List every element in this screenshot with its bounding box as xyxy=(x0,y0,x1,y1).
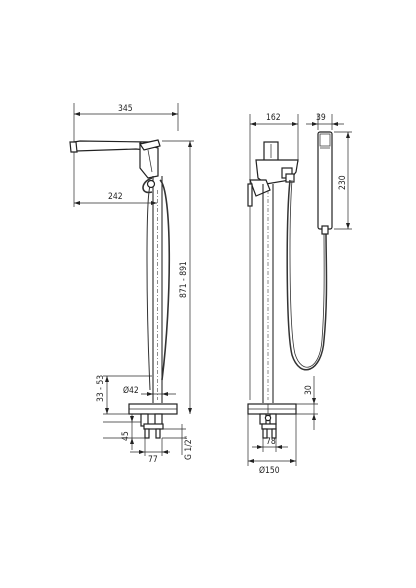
dim-feet: 78 xyxy=(252,437,288,452)
dim-thread-label: G 1/2" xyxy=(184,436,194,460)
dim-plate-diameter-label: Ø150 xyxy=(259,465,280,476)
dim-foot: 45 xyxy=(103,414,145,450)
dim-handshower-length: 230 xyxy=(334,131,352,230)
dim-feet-label: 78 xyxy=(266,437,276,447)
spout xyxy=(69,140,159,179)
dim-plate-diameter: Ø150 xyxy=(247,414,297,476)
dim-foot-label: 45 xyxy=(121,431,131,441)
base-plate xyxy=(128,403,178,415)
dim-adjust-label: 33 - 53 xyxy=(96,375,106,402)
front-base-plate xyxy=(247,403,297,415)
dim-pipe-diameter: Ø42 xyxy=(123,385,176,396)
dim-thread: G 1/2" xyxy=(162,424,194,460)
dim-base: 77 xyxy=(130,438,170,465)
dim-pipe-label: Ø42 xyxy=(123,385,139,396)
dim-front-width-label: 162 xyxy=(266,113,281,123)
dim-height-label: 871 - 891 xyxy=(179,261,189,298)
front-view: 162 xyxy=(247,113,352,476)
dim-width-345: 345 xyxy=(73,103,179,141)
dim-width-label: 345 xyxy=(118,104,133,114)
main-pipe xyxy=(152,176,163,403)
hand-shower xyxy=(317,131,333,235)
feet xyxy=(140,413,164,439)
side-view: 345 242 xyxy=(69,103,194,465)
dim-front-width: 162 xyxy=(249,113,299,400)
dim-base-label: 77 xyxy=(148,455,158,465)
dim-handshower-width-label: 39 xyxy=(316,113,326,123)
dim-handshower-length-label: 230 xyxy=(338,175,348,190)
hose-side xyxy=(142,177,171,391)
mixer-lever xyxy=(139,139,161,151)
dim-plate-height: 30 xyxy=(296,376,318,430)
dim-handshower-width: 39 xyxy=(306,113,344,130)
dim-plate-height-label: 30 xyxy=(304,385,314,395)
dim-adjust: 33 - 53 xyxy=(96,375,152,415)
front-hose xyxy=(286,179,328,371)
dim-height: 871 - 891 xyxy=(162,140,194,414)
front-pipe xyxy=(262,184,274,403)
dim-spout-label: 242 xyxy=(108,192,123,202)
front-feet xyxy=(259,413,277,439)
